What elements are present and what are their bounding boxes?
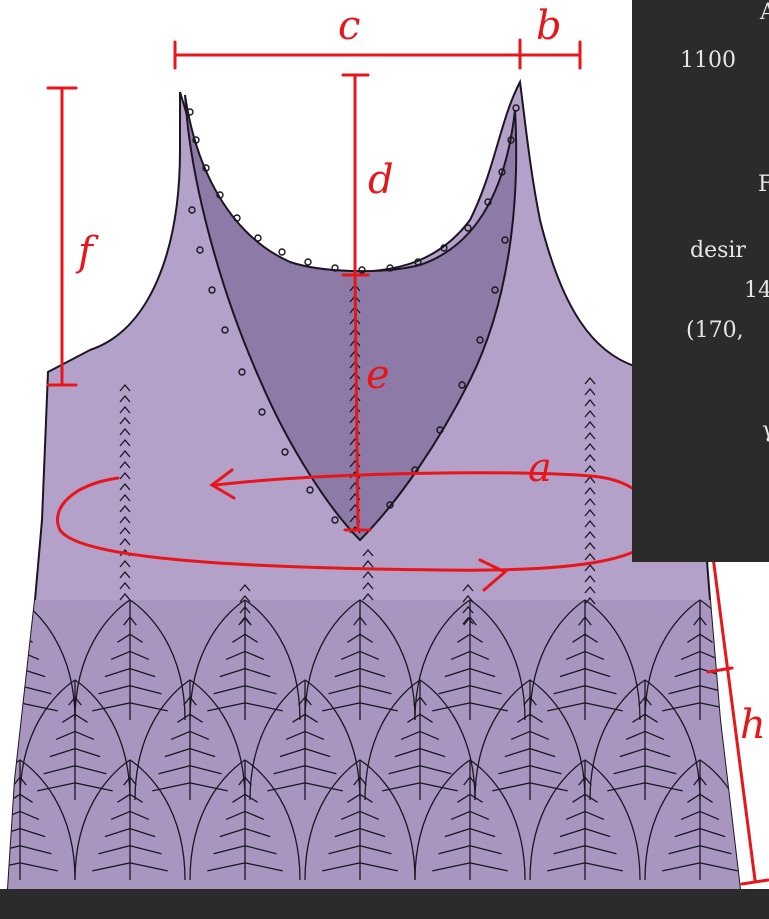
chevron-stitch bbox=[584, 585, 596, 594]
chevron-stitch bbox=[462, 583, 474, 592]
chevron-stitch bbox=[584, 453, 596, 462]
chevron-stitch bbox=[584, 376, 596, 385]
chevron-stitch bbox=[584, 486, 596, 495]
chevron-stitch bbox=[584, 497, 596, 506]
chevron-stitch bbox=[119, 383, 131, 392]
dim-label-d: d bbox=[368, 157, 394, 203]
side-panel-line: desir bbox=[690, 238, 746, 263]
chevron-stitch bbox=[119, 460, 131, 469]
chevron-stitch bbox=[119, 482, 131, 491]
lace-leaf-motif bbox=[589, 679, 701, 801]
lace-leaf-motif bbox=[474, 679, 586, 801]
lace-leaf-motif bbox=[19, 679, 131, 801]
side-panel-line: F bbox=[758, 172, 769, 197]
chevron-stitch bbox=[119, 570, 131, 579]
dim-label-b: b bbox=[536, 3, 562, 49]
bottom-bar bbox=[0, 889, 769, 919]
chevron-stitch bbox=[119, 471, 131, 480]
side-text-panel: A 1100 F desir 14 (170, γ bbox=[632, 0, 769, 562]
side-panel-line: A bbox=[760, 0, 769, 25]
chevron-stitch bbox=[362, 592, 374, 601]
lace-leaf-motif bbox=[8, 759, 76, 881]
chevron-stitch bbox=[119, 515, 131, 524]
side-panel-line: 14 bbox=[744, 278, 769, 303]
chevron-stitch bbox=[584, 409, 596, 418]
chevron-stitch bbox=[584, 541, 596, 550]
lace-leaf-motif bbox=[414, 759, 526, 881]
lace-leaf-motif bbox=[134, 679, 246, 801]
chevron-stitch bbox=[239, 583, 251, 592]
chevron-stitch bbox=[119, 427, 131, 436]
dim-label-e: e bbox=[366, 352, 390, 398]
lace-leaf-motif bbox=[74, 759, 186, 881]
neckline-picot-edge bbox=[186, 104, 520, 524]
side-panel-line: γ bbox=[762, 418, 769, 443]
chevron-stitch bbox=[119, 537, 131, 546]
chevron-stitch bbox=[584, 552, 596, 561]
chevron-stitch bbox=[349, 415, 361, 424]
chevron-stitch bbox=[239, 605, 251, 614]
chevron-stitch bbox=[462, 594, 474, 603]
chevron-stitch bbox=[462, 605, 474, 614]
chevron-stitch bbox=[584, 431, 596, 440]
chevron-stitch bbox=[362, 570, 374, 579]
chevron-stitch bbox=[119, 504, 131, 513]
lace-leaf-motif bbox=[249, 679, 361, 801]
leaf-lace-section bbox=[8, 599, 740, 889]
lace-leaf-motif bbox=[644, 759, 740, 881]
dim-label-a: a bbox=[528, 445, 552, 491]
chevron-stitch bbox=[584, 530, 596, 539]
chevron-stitch bbox=[362, 581, 374, 590]
chevron-stitch bbox=[119, 416, 131, 425]
chevron-stitch bbox=[584, 519, 596, 528]
chevron-stitch bbox=[584, 464, 596, 473]
chevron-stitch bbox=[119, 526, 131, 535]
chevron-stitch bbox=[119, 449, 131, 458]
lace-leaf-motif bbox=[529, 759, 641, 881]
lace-leaf-motif bbox=[189, 759, 301, 881]
chevron-stitch bbox=[119, 405, 131, 414]
lace-leaf-motif bbox=[304, 599, 416, 721]
chevron-stitch bbox=[239, 594, 251, 603]
chevron-stitch bbox=[119, 581, 131, 590]
chevron-stitch bbox=[584, 387, 596, 396]
chevron-stitch bbox=[584, 508, 596, 517]
chevron-stitch bbox=[584, 563, 596, 572]
chevron-stitch bbox=[239, 616, 251, 625]
chevron-stitch bbox=[362, 548, 374, 557]
chevron-stitch-columns bbox=[119, 283, 596, 625]
chevron-stitch bbox=[119, 592, 131, 601]
chevron-stitch bbox=[584, 442, 596, 451]
dim-label-c: c bbox=[338, 3, 361, 49]
lace-leaf-motif bbox=[304, 759, 416, 881]
dim-label-f: f bbox=[78, 229, 93, 275]
chevron-stitch bbox=[584, 574, 596, 583]
chevron-stitch bbox=[584, 596, 596, 605]
chevron-stitch bbox=[362, 559, 374, 568]
side-panel-line: 1100 bbox=[680, 48, 736, 73]
dim-label-h: h bbox=[740, 702, 766, 748]
chevron-stitch bbox=[349, 404, 361, 413]
side-panel-line: (170, bbox=[686, 318, 744, 343]
chevron-stitch bbox=[119, 438, 131, 447]
chevron-stitch bbox=[119, 394, 131, 403]
back-neck-panel bbox=[184, 94, 518, 542]
chevron-stitch bbox=[119, 493, 131, 502]
chevron-stitch bbox=[462, 616, 474, 625]
chevron-stitch bbox=[119, 559, 131, 568]
chevron-stitch bbox=[584, 420, 596, 429]
chevron-stitch bbox=[584, 398, 596, 407]
